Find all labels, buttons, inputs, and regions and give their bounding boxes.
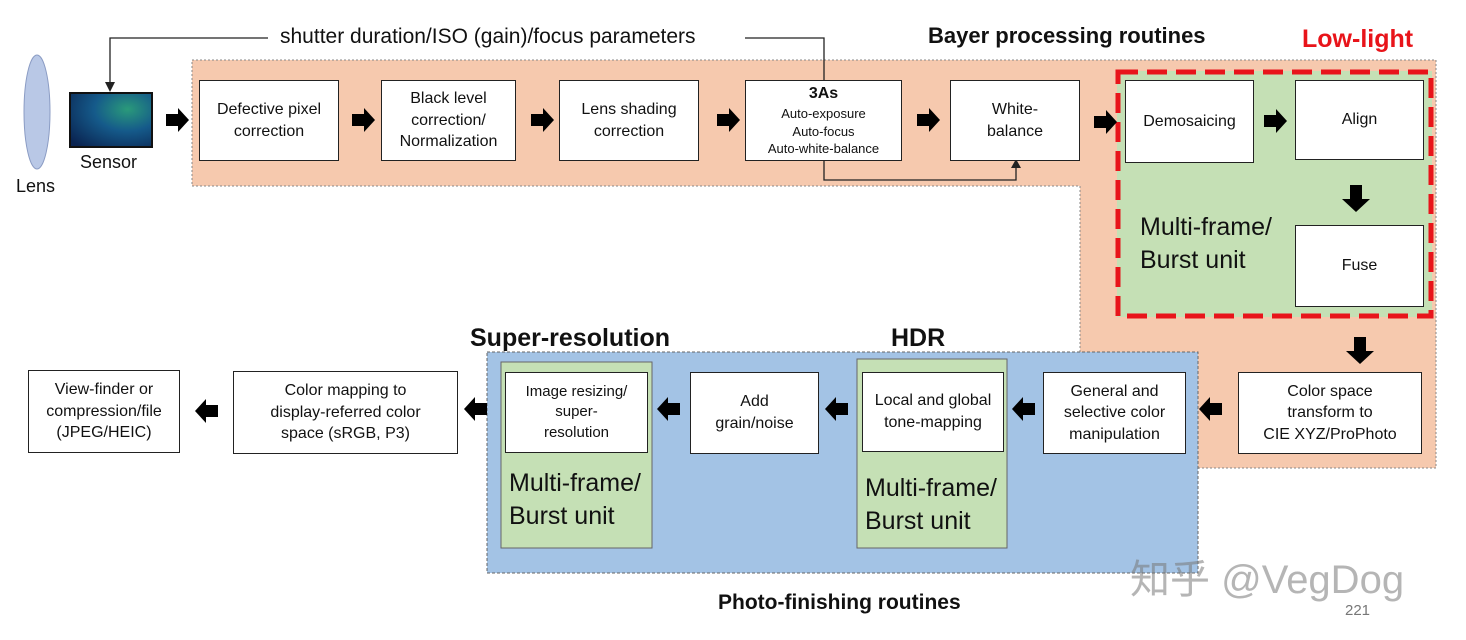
arrow-right-2 — [352, 108, 375, 132]
feedback-label: shutter duration/ISO (gain)/focus parame… — [280, 25, 696, 48]
arrow-left-4 — [657, 397, 680, 421]
low-light-burst-label: Multi-frame/Burst unit — [1140, 213, 1272, 274]
demosaicing-box: Demosaicing — [1125, 80, 1254, 163]
white-balance-box: White-balance — [950, 80, 1080, 161]
arrow-right-5 — [917, 108, 940, 132]
arrow-left-2 — [1012, 397, 1035, 421]
hdr-title: HDR — [891, 324, 946, 352]
feedback-arrowhead — [105, 82, 115, 92]
lens-label: Lens — [16, 176, 56, 196]
feedback-line-left — [109, 37, 268, 84]
lens-shape — [23, 54, 51, 170]
awb-line — [823, 161, 1017, 181]
sensor-label: Sensor — [80, 152, 138, 172]
image-resizing-box: Image resizing/super-resolution — [505, 372, 648, 453]
arrow-left-5 — [464, 397, 487, 421]
bayer-title: Bayer processing routines — [928, 23, 1206, 48]
arrow-right-7 — [1264, 109, 1287, 133]
arrow-down-1 — [1342, 185, 1370, 212]
feedback-line — [745, 37, 825, 80]
arrow-right-4 — [717, 108, 740, 132]
arrow-left-3 — [825, 397, 848, 421]
arrow-left-6 — [195, 399, 218, 423]
align-box: Align — [1295, 80, 1424, 160]
low-light-title: Low-light — [1302, 25, 1414, 53]
watermark: 知乎 @VegDog — [1130, 558, 1405, 602]
arrow-left-1 — [1199, 397, 1222, 421]
sensor-shape — [69, 92, 153, 148]
hdr-burst-label: Multi-frame/Burst unit — [865, 474, 997, 535]
super-resolution-title: Super-resolution — [470, 324, 671, 352]
arrow-right-6 — [1094, 110, 1117, 134]
arrow-right-1 — [166, 108, 189, 132]
arrow-down-2 — [1346, 337, 1374, 364]
sr-burst-label: Multi-frame/Burst unit — [509, 469, 641, 530]
arrow-right-3 — [531, 108, 554, 132]
photo-finishing-title: Photo-finishing routines — [718, 591, 961, 614]
fuse-box: Fuse — [1295, 225, 1424, 307]
page-number: 221 — [1345, 602, 1371, 619]
